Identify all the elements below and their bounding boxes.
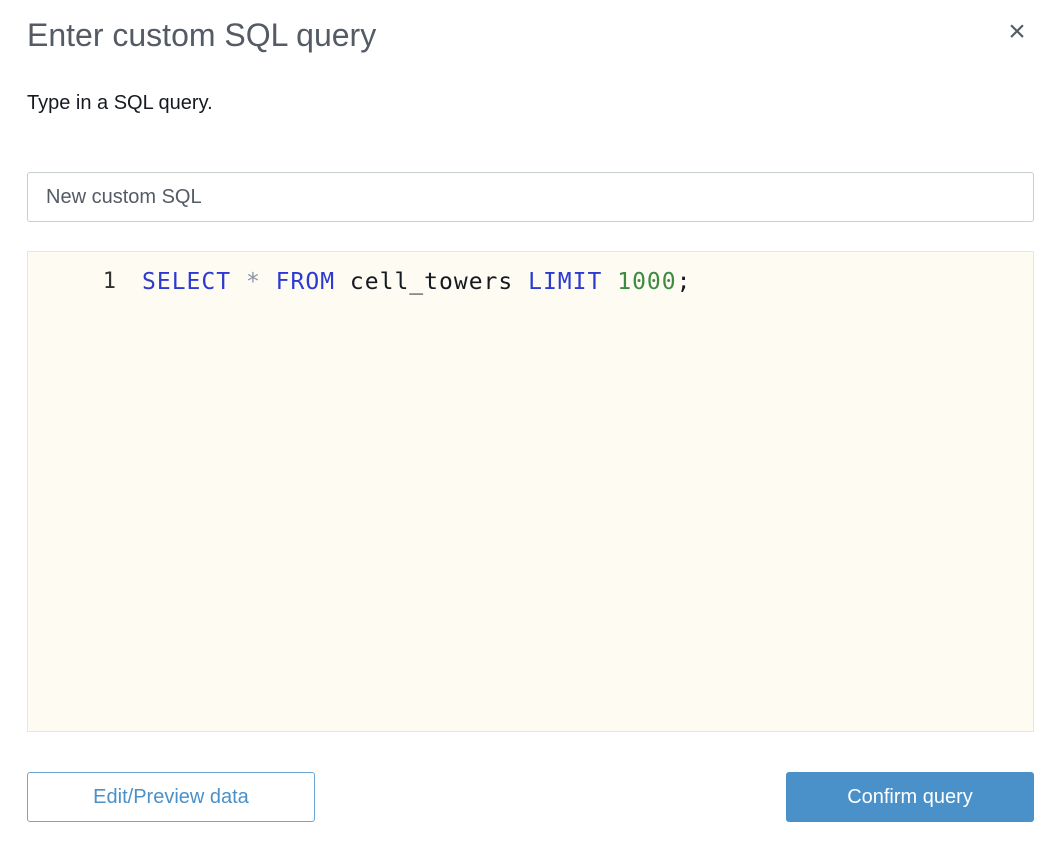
dialog-footer: Edit/Preview data Confirm query xyxy=(27,772,1034,823)
editor-line-number: 1 xyxy=(102,269,116,295)
sql-token xyxy=(513,269,528,295)
sql-token xyxy=(231,269,246,295)
sql-token xyxy=(335,269,350,295)
sql-token: 1000 xyxy=(617,269,677,296)
sql-token xyxy=(261,269,276,295)
dialog-subtitle: Type in a SQL query. xyxy=(27,92,213,115)
sql-token xyxy=(602,269,617,295)
sql-token: cell_towers xyxy=(349,269,514,296)
custom-sql-name-input[interactable] xyxy=(27,172,1034,223)
close-icon[interactable]: × xyxy=(999,14,1035,50)
sql-token: SELECT xyxy=(142,269,232,296)
sql-token: ; xyxy=(676,269,692,296)
sql-token: LIMIT xyxy=(528,269,603,296)
dialog-title: Enter custom SQL query xyxy=(27,17,377,53)
sql-token: FROM xyxy=(275,269,336,296)
edit-preview-data-button[interactable]: Edit/Preview data xyxy=(27,772,315,823)
sql-code-line: SELECT * FROM cell_towers LIMIT 1000; xyxy=(116,252,691,297)
sql-token: * xyxy=(245,269,261,296)
confirm-query-button[interactable]: Confirm query xyxy=(786,772,1034,823)
sql-editor[interactable]: 1 SELECT * FROM cell_towers LIMIT 1000; xyxy=(27,251,1034,733)
